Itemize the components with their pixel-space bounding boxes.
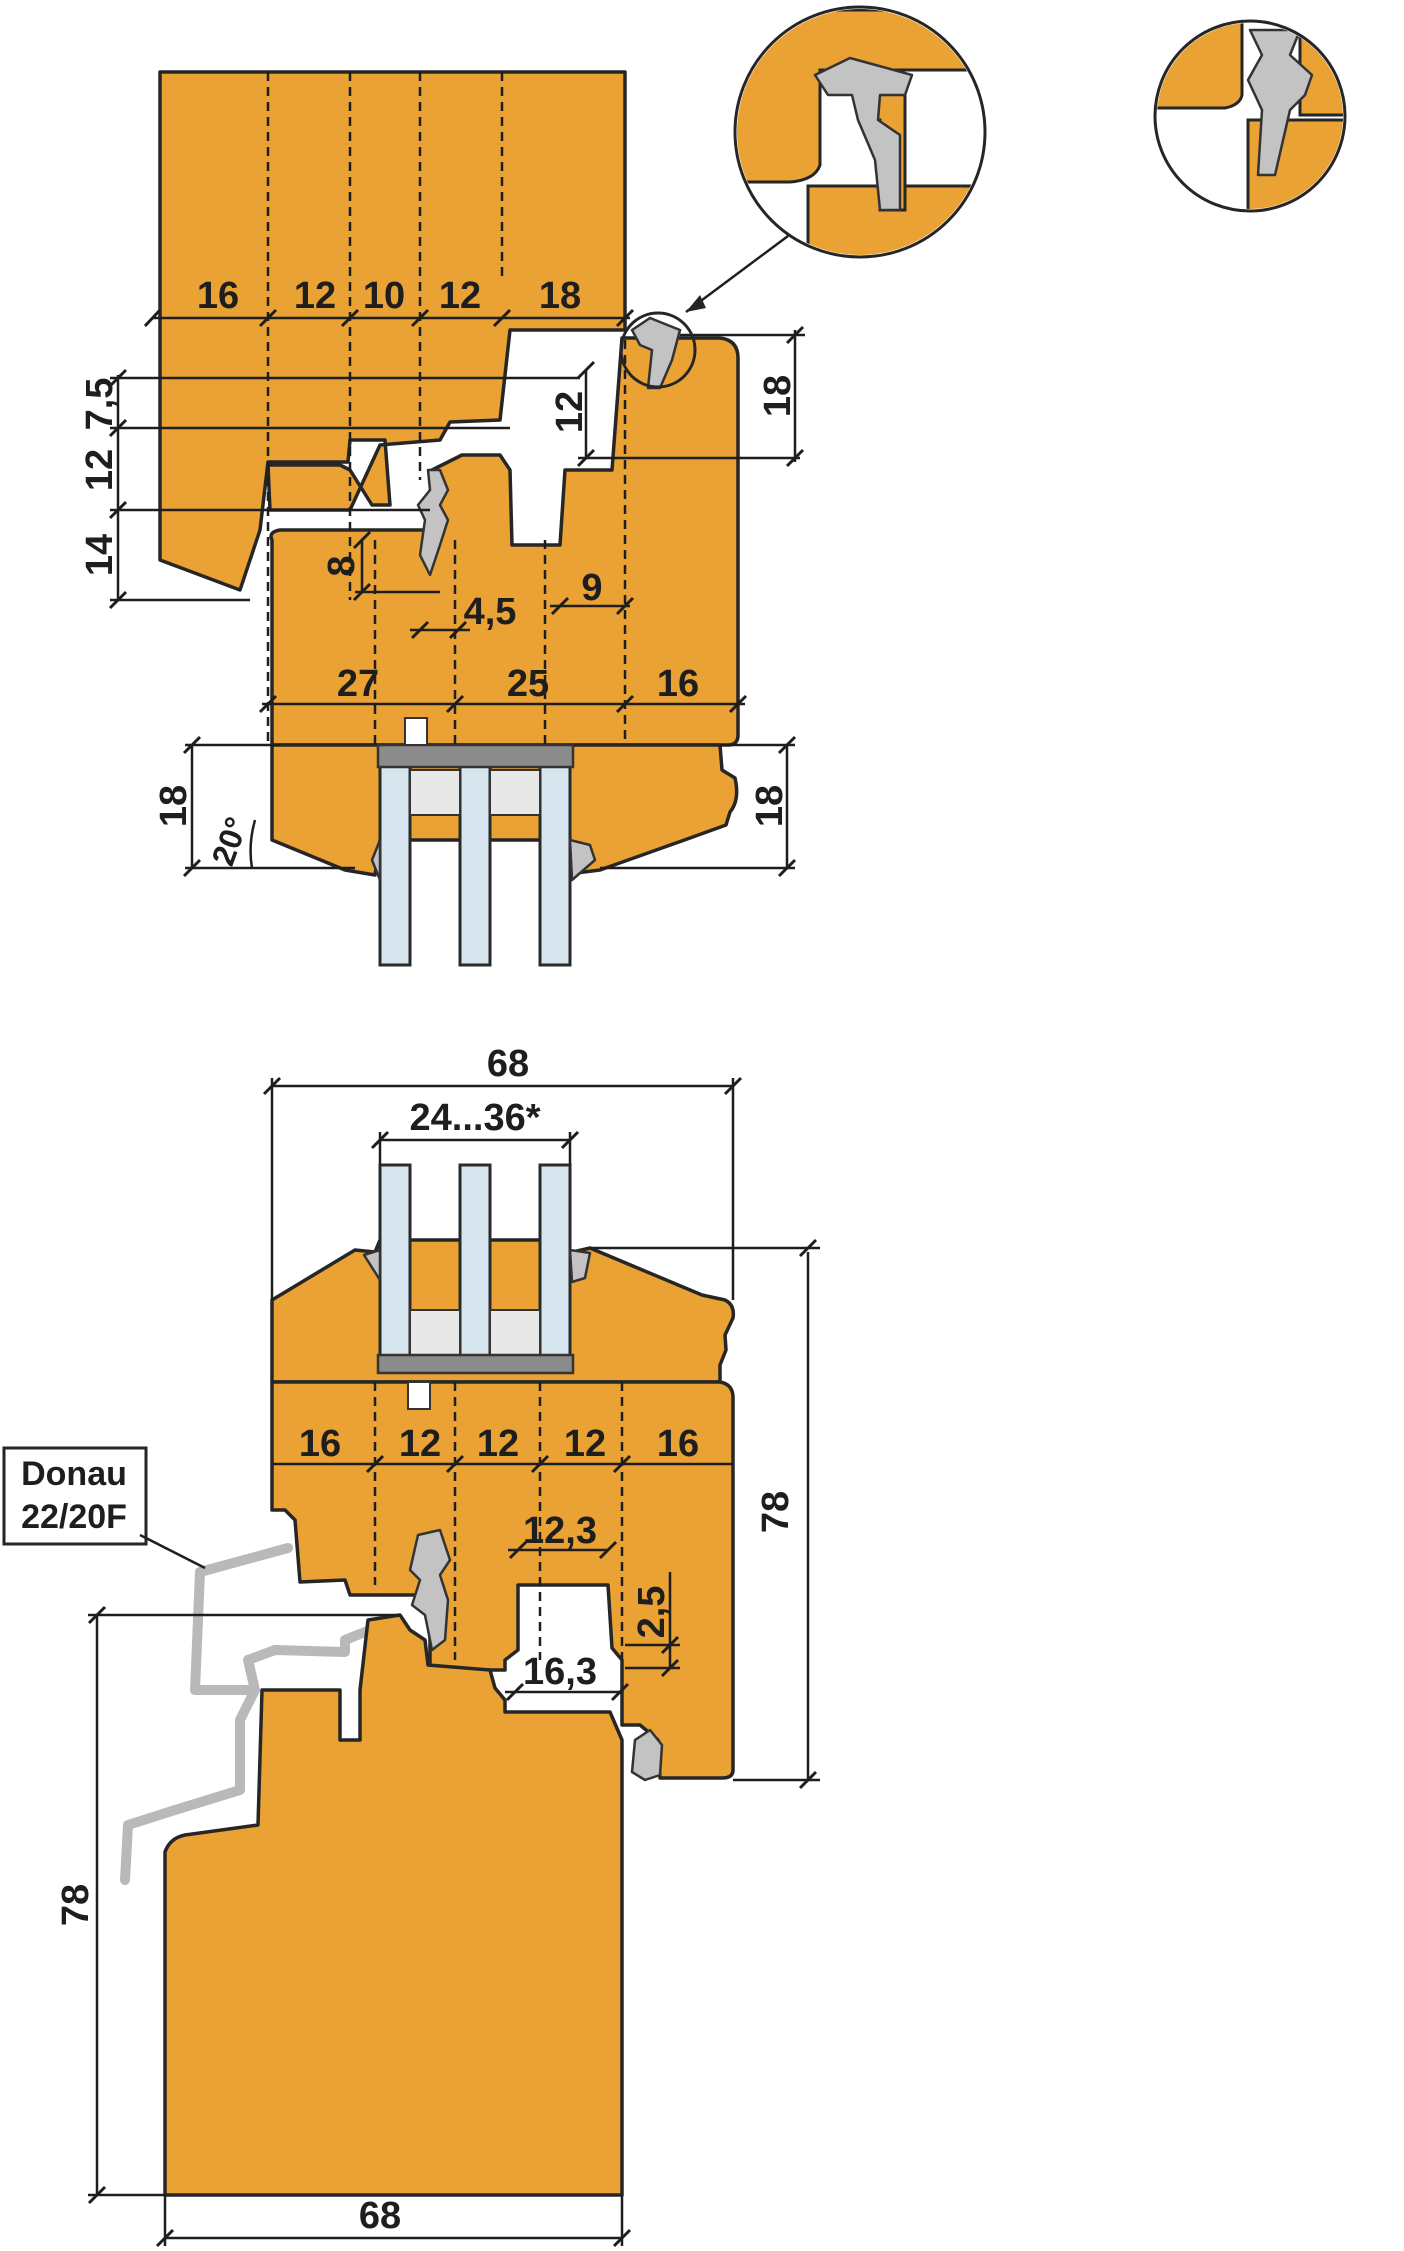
- sash-center-seal: [408, 1528, 452, 1652]
- top-section: 16 12 10 12 18 7,5 12 14 8 4,5 9: [79, 70, 805, 967]
- bead-seal-right: [568, 838, 597, 882]
- left-height-78: 78: [55, 1884, 97, 1926]
- spacer-1: [409, 769, 461, 816]
- glass-pane-2: [458, 763, 492, 967]
- bottom-section: 68 24...36* 16 12 12 12 16 12,3 2,5: [2, 1043, 820, 2248]
- bead-seal-left: [370, 838, 382, 882]
- sash-height-left: 18: [153, 785, 195, 827]
- bottom-col-width-3: 12: [477, 1423, 519, 1465]
- dim-12-small: 12: [549, 391, 591, 433]
- glass-pane-b3: [538, 1163, 572, 1367]
- spacer-b1: [409, 1309, 461, 1356]
- right-dim-18: 18: [757, 375, 799, 417]
- bead-seal-b-right: [568, 1248, 592, 1284]
- frame-upper-block: [158, 70, 627, 592]
- top-col-width-1: 16: [197, 275, 239, 317]
- right-height-78: 78: [755, 1491, 797, 1533]
- spacer-b2: [489, 1309, 541, 1356]
- glass-pane-3: [538, 763, 572, 967]
- dim-8: 8: [321, 555, 363, 576]
- spacer-2: [489, 769, 541, 816]
- sash-lower-block: [269, 336, 740, 747]
- glass-pane-1: [378, 763, 412, 967]
- bottom-width-16: 16: [657, 663, 699, 705]
- glazing-tape-b: [376, 1353, 575, 1375]
- dim-4-5: 4,5: [464, 591, 517, 633]
- profile-label-line1: Donau: [21, 1455, 127, 1493]
- top-col-width-3: 10: [363, 275, 405, 317]
- detail-magnified-1: [733, 5, 987, 259]
- bottom-width-27: 27: [337, 663, 379, 705]
- drain-slot: [404, 717, 428, 746]
- glass-pane-b2: [458, 1163, 492, 1367]
- left-dim-12: 12: [79, 449, 121, 491]
- sash-height-right: 18: [749, 785, 791, 827]
- bottom-col-width-2: 12: [399, 1423, 441, 1465]
- glass-range: 24...36*: [410, 1097, 541, 1139]
- bottom-col-width-1: 16: [299, 1423, 341, 1465]
- frame-bottom-seal: [630, 1728, 664, 1782]
- angle-arc: [249, 819, 257, 869]
- leader-arrowhead: [686, 295, 706, 312]
- bottom-col-width-4: 12: [564, 1423, 606, 1465]
- bottom-width-25: 25: [507, 663, 549, 705]
- profile-label-leader: [139, 1533, 206, 1570]
- detail-callout-ring: [619, 311, 697, 389]
- donau-alu-profile: [120, 1543, 395, 1885]
- profile-label-box: [2, 1446, 148, 1546]
- overall-width-top: 68: [487, 1043, 529, 1085]
- detail-magnified-2: [1153, 19, 1347, 213]
- top-col-width-4: 12: [439, 275, 481, 317]
- groove-width: 12,3: [523, 1510, 597, 1552]
- overall-width-bottom: 68: [359, 2195, 401, 2237]
- top-col-width-5: 18: [539, 275, 581, 317]
- groove-depth: 2,5: [631, 1586, 673, 1639]
- top-col-width-2: 12: [294, 275, 336, 317]
- detail-leader-line: [685, 234, 789, 314]
- left-dim-7-5: 7,5: [79, 378, 121, 431]
- glazing-tape: [376, 743, 575, 769]
- drain-slot-b: [407, 1381, 431, 1410]
- left-dim-14: 14: [79, 534, 121, 576]
- profile-label-line2: 22/20F: [21, 1498, 127, 1536]
- bottom-col-width-5: 16: [657, 1423, 699, 1465]
- dim-9: 9: [581, 567, 602, 609]
- rebate-width: 16,3: [523, 1651, 597, 1693]
- glass-pane-b1: [378, 1163, 412, 1367]
- bead-seal-b-left: [362, 1248, 382, 1282]
- center-seal: [416, 468, 450, 577]
- frame-profile: [163, 1613, 624, 2197]
- angle-20: 20°: [204, 812, 254, 870]
